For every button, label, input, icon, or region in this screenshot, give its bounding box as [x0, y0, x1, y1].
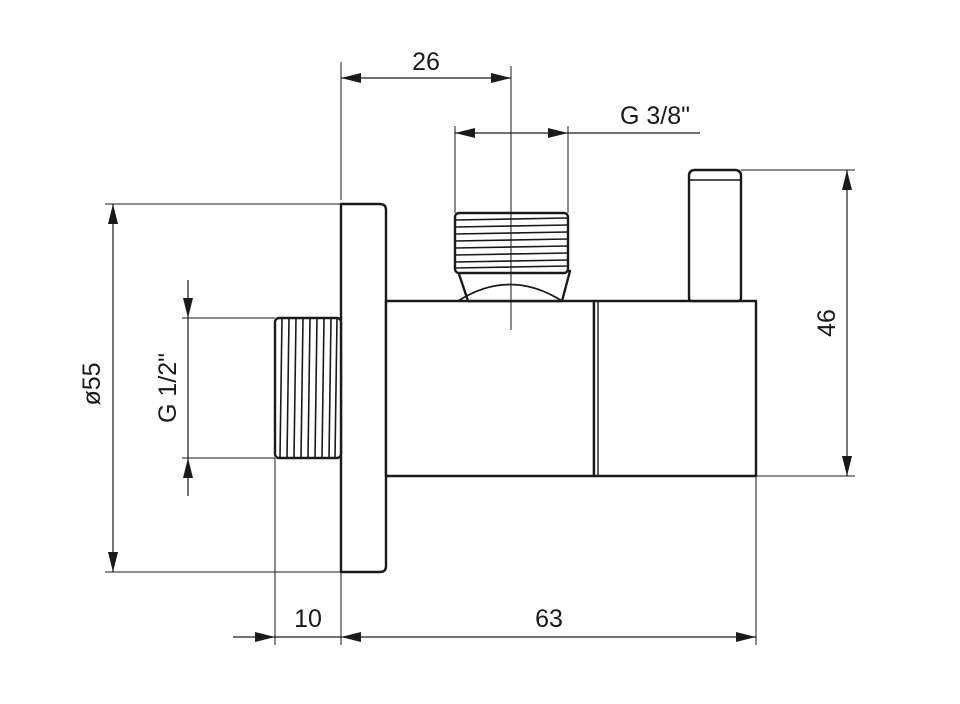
- wall-flange: [339, 202, 388, 574]
- dimension-63: [341, 476, 757, 645]
- outlet-neck-curve: [457, 283, 563, 302]
- dimension-g-3-8: [454, 126, 700, 213]
- dimension-63-label: 63: [535, 605, 563, 633]
- handle-housing: [592, 299, 758, 478]
- dimension-10-label: 10: [294, 605, 322, 633]
- dimension-46-label: 46: [813, 309, 841, 337]
- inlet-thread-lines: [279, 317, 338, 459]
- dimension-g-1-2: [182, 280, 275, 496]
- dimension-o55-label: ø55: [78, 362, 106, 405]
- dimension-26-label: 26: [412, 48, 440, 76]
- dimension-g-3-8-label: G 3/8": [620, 102, 690, 130]
- dimension-26: [340, 62, 511, 200]
- dimension-o55: [105, 203, 341, 573]
- valve-body: [384, 299, 596, 478]
- valve-handle: [687, 168, 743, 303]
- dimension-g-1-2-label: G 1/2": [154, 353, 182, 423]
- dimension-46: [741, 169, 855, 477]
